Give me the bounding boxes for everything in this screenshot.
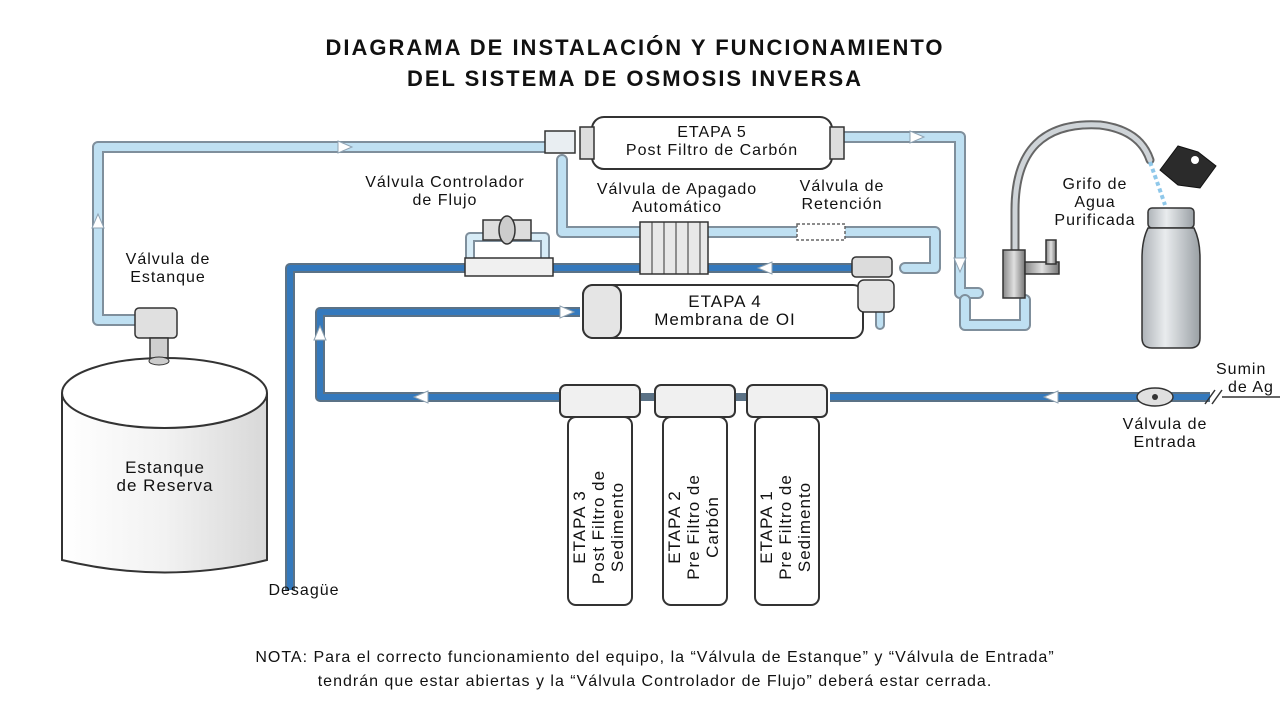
stage2-desc-line2: Carbón bbox=[703, 496, 722, 558]
stage3-desc-line2: Sedimento bbox=[608, 481, 627, 573]
stage3-title: ETAPA 3 bbox=[570, 490, 589, 564]
shutoff-valve bbox=[639, 221, 709, 275]
stage1-title: ETAPA 1 bbox=[757, 490, 776, 564]
arrow-up-icon bbox=[91, 212, 105, 229]
check-valve-label-line2: Retención bbox=[801, 196, 883, 213]
stage1-desc-line2: Sedimento bbox=[795, 481, 814, 573]
shutoff-valve-label-line2: Automático bbox=[631, 199, 723, 216]
faucet-label-line2: Agua bbox=[1074, 194, 1116, 211]
stage4-title: ETAPA 4 bbox=[688, 292, 762, 311]
pure-water-tubes bbox=[92, 131, 1031, 331]
water-bottle bbox=[1141, 145, 1217, 349]
tank-valve-label: Válvula de Estanque bbox=[106, 251, 230, 287]
tank-valve-label-line2: Estanque bbox=[130, 269, 206, 286]
inlet-valve-label-line1: Válvula de bbox=[1122, 416, 1208, 433]
flow-valve-label-line2: de Flujo bbox=[412, 192, 478, 209]
stage2-desc-line1: Pre Filtro de bbox=[684, 474, 703, 580]
stage2-label: ETAPA 2 Pre Filtro de Carbón bbox=[665, 447, 725, 607]
supply-label: Sumin de Ag bbox=[1216, 361, 1280, 397]
flow-valve-label-line1: Válvula Controlador bbox=[365, 174, 525, 191]
stage4-label: ETAPA 4 Membrana de OI bbox=[590, 293, 860, 329]
shutoff-valve-label: Válvula de Apagado Automático bbox=[572, 181, 782, 217]
stage2-title: ETAPA 2 bbox=[665, 490, 684, 564]
faucet-label-line1: Grifo de bbox=[1062, 176, 1128, 193]
arrow-left-icon bbox=[412, 390, 429, 404]
stage4-desc: Membrana de OI bbox=[654, 310, 796, 329]
supply-label-line2: de Ag bbox=[1228, 379, 1274, 396]
arrow-right-icon bbox=[909, 130, 926, 144]
note-line2: tendrán que estar abiertas y la “Válvula… bbox=[317, 673, 993, 690]
tank-label: Estanque de Reserva bbox=[90, 459, 240, 495]
stage4-membrane bbox=[582, 256, 895, 339]
flow-valve-label: Válvula Controlador de Flujo bbox=[340, 174, 550, 210]
drain-label: Desagüe bbox=[268, 582, 340, 599]
inlet-valve-label-line2: Entrada bbox=[1133, 434, 1197, 451]
flow-control-valve bbox=[464, 215, 554, 277]
faucet-label: Grifo de Agua Purificada bbox=[1040, 176, 1150, 230]
check-valve-label: Válvula de Retención bbox=[782, 178, 902, 214]
arrow-left-icon bbox=[756, 261, 773, 275]
inlet-valve bbox=[1136, 387, 1280, 407]
check-valve-label-line1: Válvula de bbox=[799, 178, 885, 195]
stage3-desc-line1: Post Filtro de bbox=[589, 469, 608, 585]
tank-valve-label-line1: Válvula de bbox=[125, 251, 211, 268]
storage-tank bbox=[61, 356, 268, 574]
prefilter-housings bbox=[559, 384, 828, 606]
stage5-label: ETAPA 5 Post Filtro de Carbón bbox=[600, 124, 824, 160]
check-valve bbox=[796, 223, 846, 241]
supply-label-line1: Sumin bbox=[1216, 361, 1267, 378]
stage2-housing bbox=[654, 384, 736, 606]
faucet-label-line3: Purificada bbox=[1054, 212, 1136, 229]
stage3-housing bbox=[559, 384, 641, 606]
arrow-right-icon bbox=[559, 305, 576, 319]
tank-valve bbox=[134, 307, 178, 361]
stage3-label: ETAPA 3 Post Filtro de Sedimento bbox=[570, 447, 630, 607]
faucet bbox=[1002, 120, 1167, 299]
tank-label-line2: de Reserva bbox=[116, 476, 214, 495]
stage1-desc-line1: Pre Filtro de bbox=[776, 474, 795, 580]
arrow-up-icon bbox=[313, 324, 327, 341]
stage1-housing bbox=[746, 384, 828, 606]
stage1-label: ETAPA 1 Pre Filtro de Sedimento bbox=[757, 447, 817, 607]
arrow-left-icon bbox=[1042, 390, 1059, 404]
diagram-title-line2: DEL SISTEMA DE OSMOSIS INVERSA bbox=[406, 66, 864, 91]
tank-label-line1: Estanque bbox=[125, 458, 205, 477]
diagram-title-line1: DIAGRAMA DE INSTALACIÓN Y FUNCIONAMIENTO bbox=[325, 35, 945, 60]
note-line1: NOTA: Para el correcto funcionamiento de… bbox=[255, 649, 1055, 666]
stage5-title: ETAPA 5 bbox=[677, 124, 747, 141]
flow-arrows bbox=[91, 130, 1059, 404]
arrow-down-icon bbox=[953, 257, 967, 274]
inlet-valve-label: Válvula de Entrada bbox=[1100, 416, 1230, 452]
shutoff-valve-label-line1: Válvula de Apagado bbox=[596, 181, 758, 198]
stage5-desc: Post Filtro de Carbón bbox=[625, 142, 799, 159]
arrow-right-icon bbox=[337, 140, 354, 154]
stage5-filter bbox=[544, 116, 845, 170]
